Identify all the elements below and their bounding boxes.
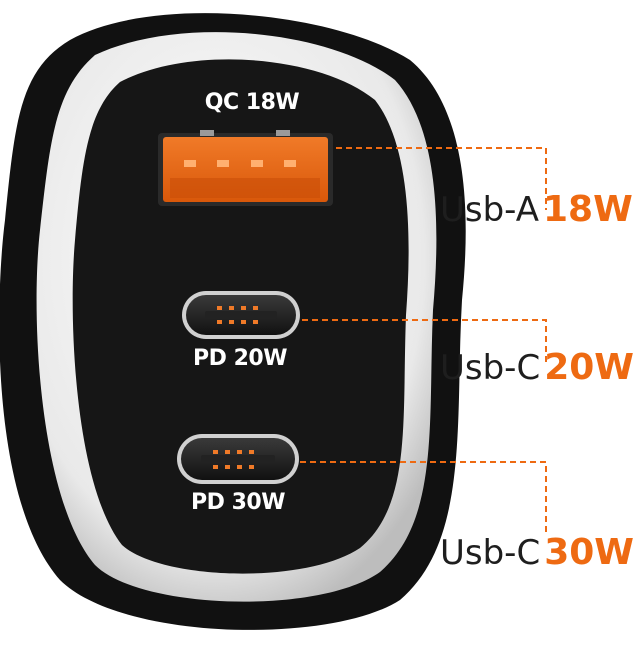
callout-type: Usb-A bbox=[440, 190, 539, 230]
callout-watt: 20W bbox=[544, 347, 635, 388]
callout-leaders bbox=[300, 147, 547, 535]
port-label-qc: QC 18W bbox=[204, 90, 300, 115]
callout-type: Usb-C bbox=[440, 533, 541, 573]
leader-usb-a bbox=[336, 147, 547, 210]
callout-watt: 18W bbox=[542, 189, 633, 230]
callout-watt: 30W bbox=[544, 532, 635, 573]
usb-c-port-1 bbox=[182, 291, 300, 339]
usb-a-port bbox=[158, 130, 333, 206]
usb-c-port-2 bbox=[177, 434, 299, 484]
callout-type: Usb-C bbox=[440, 348, 541, 388]
port-label-pd-30: PD 30W bbox=[191, 490, 285, 515]
leader-usb-c-1 bbox=[302, 319, 547, 365]
leader-usb-c-2 bbox=[300, 461, 547, 535]
port-label-pd-20: PD 20W bbox=[193, 346, 287, 371]
